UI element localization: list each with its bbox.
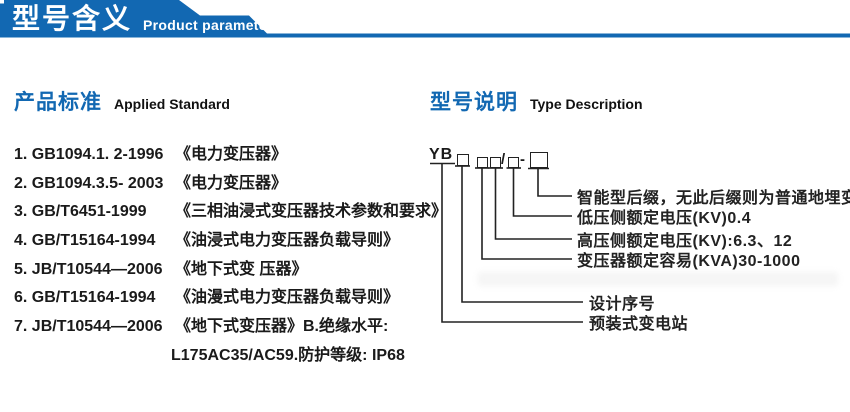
standard-code: 2. GB1094.3.5- 2003 — [14, 174, 164, 192]
type-description-heading: 型号说明 Type Description — [430, 86, 643, 114]
standard-desc: 《电力变压器》 — [175, 146, 288, 163]
applied-standard-heading-en: Applied Standard — [114, 96, 230, 112]
list-item: 3. GB/T6451-1999 《三相油浸式变压器技术参数和要求》 — [14, 198, 447, 227]
diagram-label: 设计序号 — [589, 296, 656, 313]
type-description-heading-cn: 型号说明 — [430, 91, 518, 114]
type-description-heading-en: Type Description — [530, 96, 643, 112]
list-item: 6. GB/T15164-1994 《油漫式电力变压器负载导则》 — [14, 284, 426, 313]
standard-desc: 《油浸式电力变压器负载导则》 — [175, 232, 400, 250]
placeholder-box-icon — [477, 157, 488, 168]
applied-standard-heading-cn: 产品标准 — [14, 91, 102, 114]
standards-list: 1. GB1094.1. 2-1996 《电力变压器》 2. GB1094.3.… — [14, 141, 447, 371]
banner-polygon — [0, 0, 850, 38]
placeholder-box-icon — [490, 157, 501, 168]
standard-desc: 《电力变压器》 — [175, 174, 288, 192]
standard-desc: 《地下式变压器》B.绝缘水平: — [175, 318, 389, 336]
standard-code: 6. GB/T15164-1994 — [14, 289, 156, 307]
standard-code: 1. GB1094.1. 2-1996 — [14, 146, 164, 163]
diagram-label: 低压侧额定电压(KV)0.4 — [577, 210, 752, 227]
model-code-diagram: YB / - 智能型后缀，无此后缀则为普通地埋变 低压侧额定电压(KV)0.4 … — [425, 140, 850, 350]
list-item: 7. JB/T10544—2006 《地下式变压器》B.绝缘水平: — [14, 313, 426, 342]
list-item: 2. GB1094.3.5- 2003 《电力变压器》 — [14, 170, 426, 199]
placeholder-box-icon — [508, 157, 519, 168]
placeholder-box-icon — [457, 154, 469, 166]
page-title: 型号含义 — [12, 3, 133, 34]
diagram-label: 高压侧额定电压(KV):6.3、12 — [577, 233, 793, 250]
standard-desc-continuation: L175AC35/AC59.防护等级: IP68 — [171, 346, 405, 364]
model-prefix-text: YB — [429, 146, 454, 163]
banner-shape-icon — [0, 0, 850, 38]
standard-code: 3. GB/T6451-1999 — [14, 203, 147, 221]
list-item: 4. GB/T15164-1994 《油浸式电力变压器负载导则》 — [14, 227, 426, 256]
page-subtitle: Product parameters — [143, 17, 281, 33]
placeholder-box-icon — [530, 152, 548, 168]
standard-code: 4. GB/T15164-1994 — [14, 232, 156, 250]
diagram-lines-icon — [430, 162, 583, 323]
standard-desc: 《油漫式电力变压器负载导则》 — [175, 289, 400, 307]
standard-desc: 《地下式变 压器》 — [175, 260, 308, 278]
model-dash-text: - — [520, 151, 525, 168]
diagram-label: 预装式变电站 — [589, 316, 689, 333]
list-item: 1. GB1094.1. 2-1996 《电力变压器》 — [14, 141, 426, 170]
list-item: 5. JB/T10544—2006 《地下式变 压器》 — [14, 256, 426, 285]
watermark-smudge — [478, 272, 838, 286]
diagram-label: 智能型后缀，无此后缀则为普通地埋变 — [577, 190, 850, 207]
diagram-label: 变压器额定容易(KVA)30-1000 — [577, 253, 801, 270]
standard-code: 5. JB/T10544—2006 — [14, 260, 163, 278]
header-banner: 型号含义 Product parameters — [0, 0, 850, 40]
standard-code: 7. JB/T10544—2006 — [14, 318, 163, 336]
standard-desc: 《三相油浸式变压器技术参数和要求》 — [175, 203, 448, 221]
model-slash-text: / — [501, 151, 506, 168]
applied-standard-heading: 产品标准 Applied Standard — [14, 86, 230, 114]
